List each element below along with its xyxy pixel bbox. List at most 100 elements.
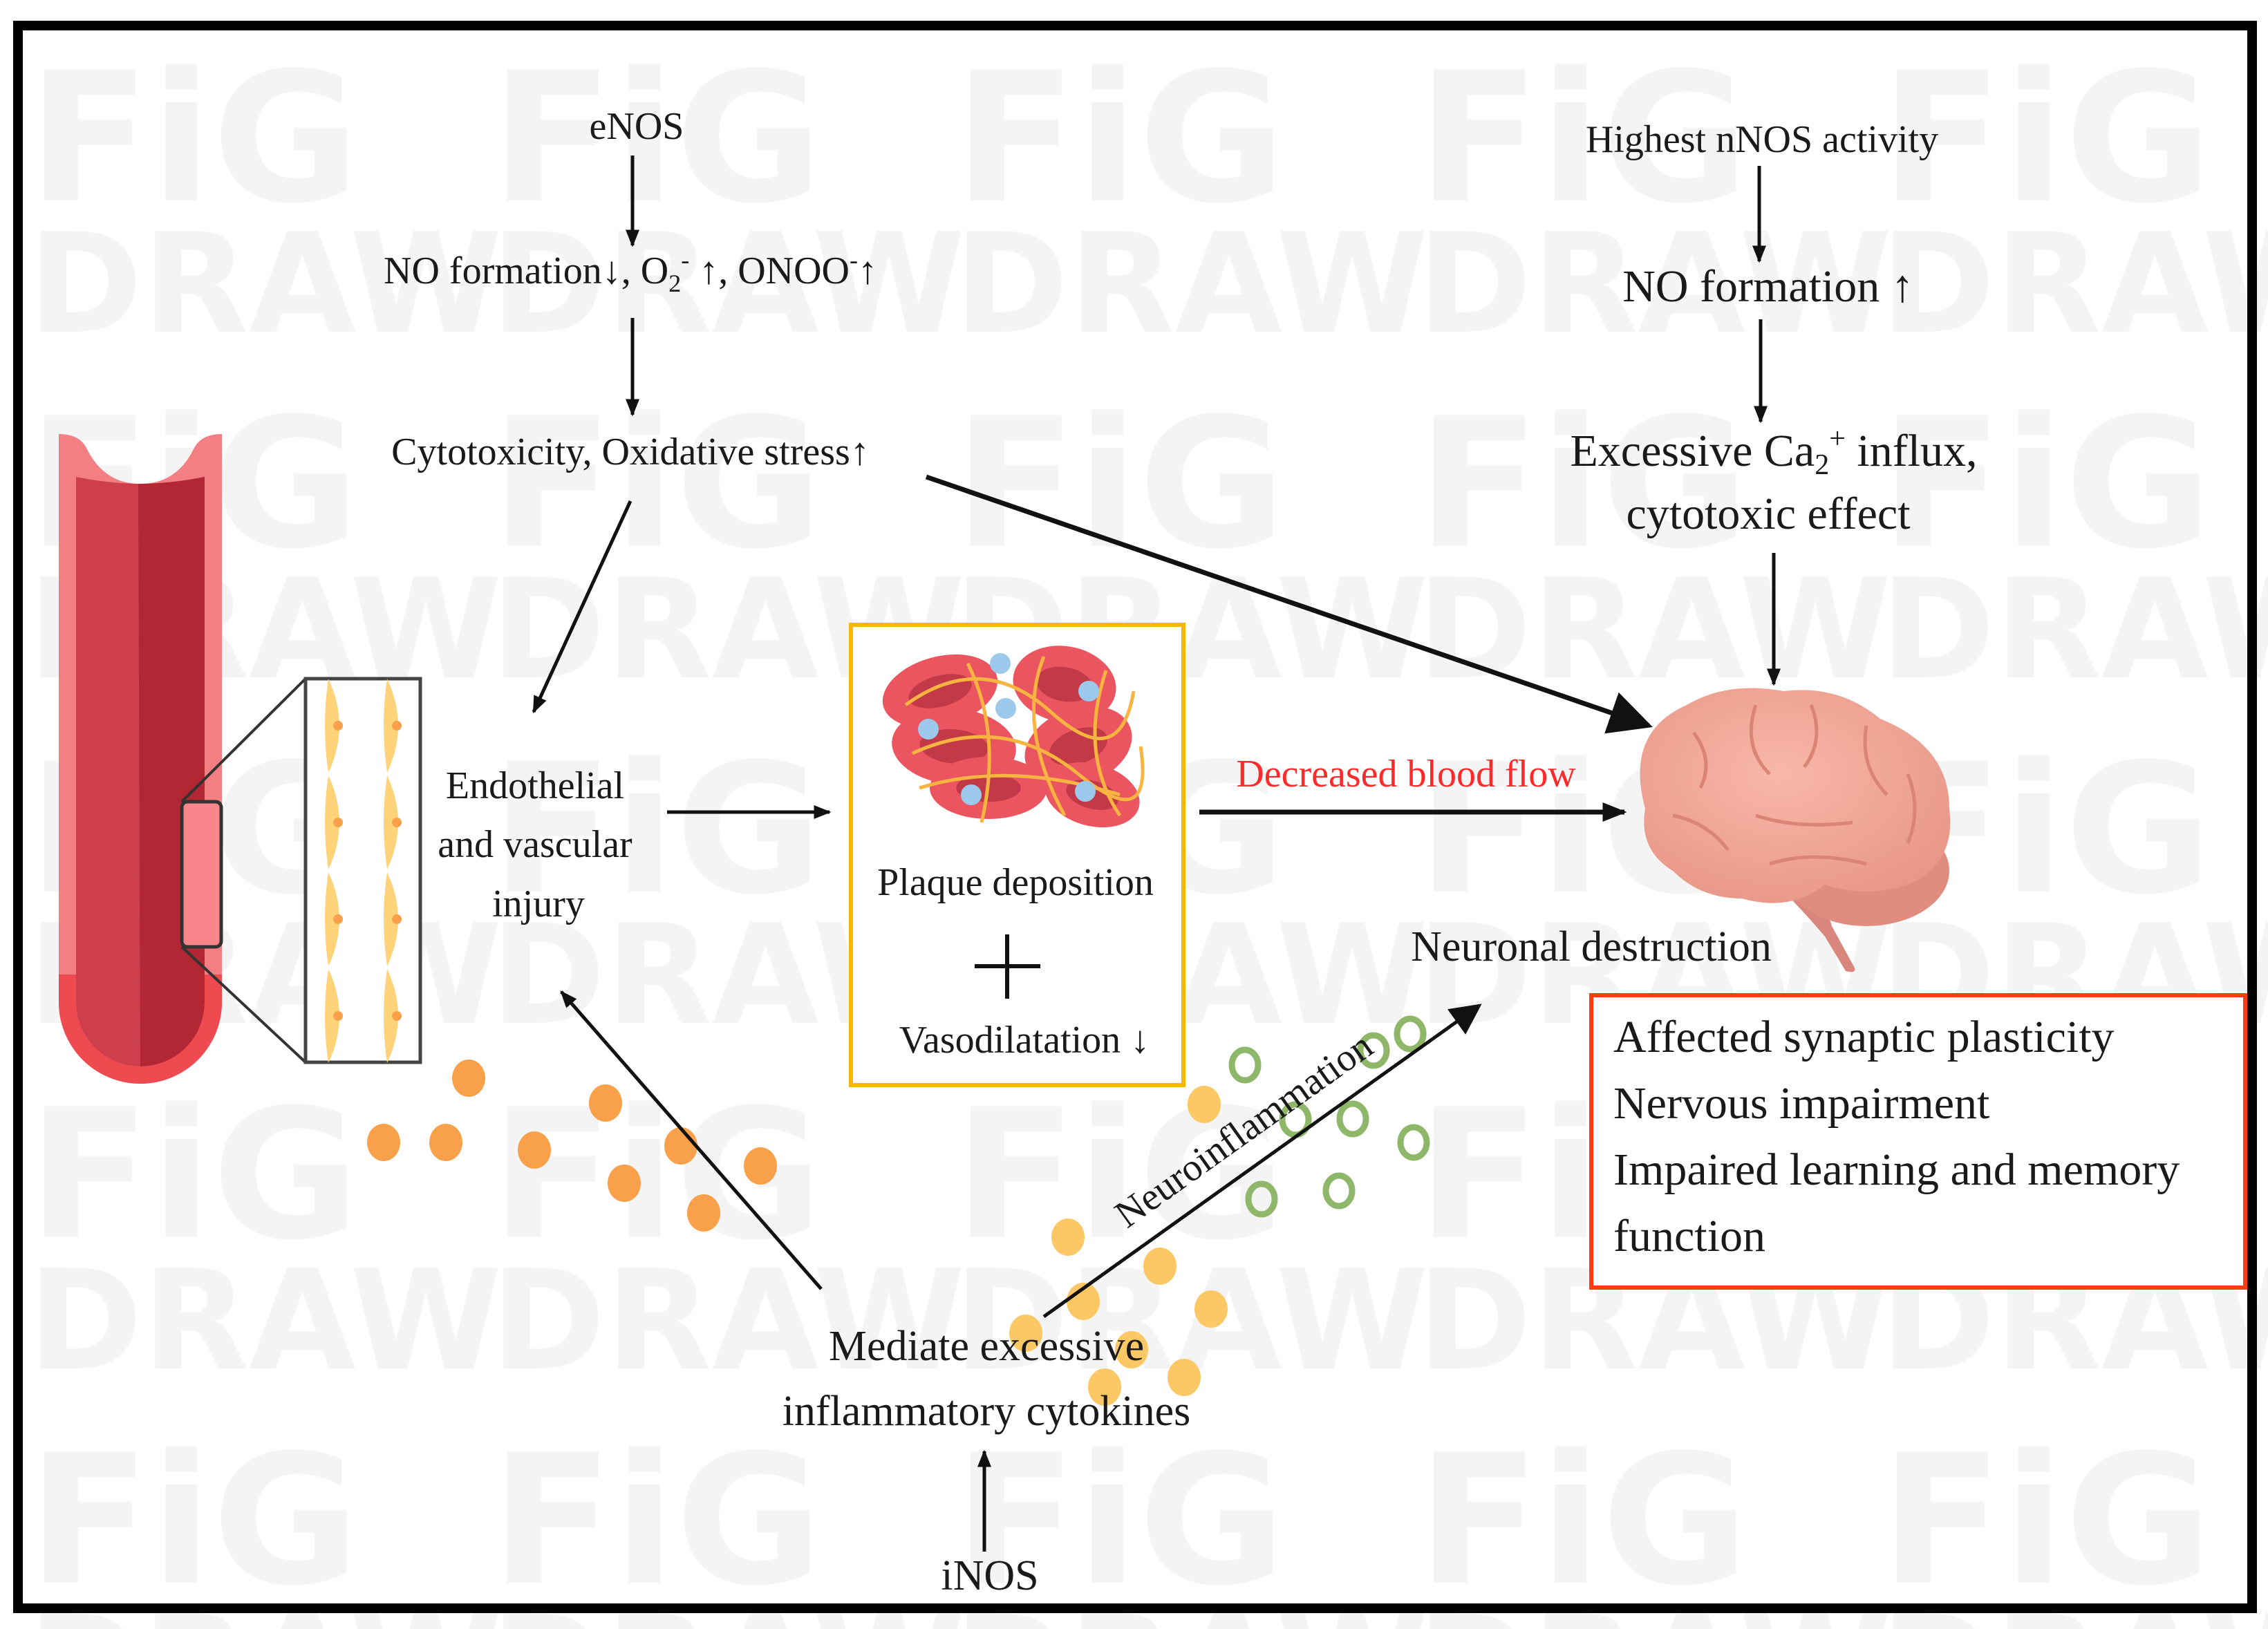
plaque-deposition-label: Plaque deposition <box>877 861 1154 904</box>
watermark-text: DRAW <box>491 204 965 365</box>
watermark-text: FiG <box>954 35 1286 243</box>
cell-nucleus <box>333 818 343 827</box>
platelet <box>961 784 982 805</box>
cytokine-dot <box>664 1127 697 1165</box>
outcome-item: Affected synaptic plasticity <box>1613 1012 2115 1062</box>
endothelial-cell <box>325 872 339 966</box>
watermark-text: DRAW <box>1417 204 1891 365</box>
cytokines-line-1: Mediate excessive <box>829 1323 1144 1370</box>
watermark-text: FiG <box>1880 1417 2212 1626</box>
fibrin-strand <box>911 735 1145 802</box>
cytokine-dot <box>1115 1331 1148 1368</box>
outcome-item: Nervous impairment <box>1613 1078 1989 1129</box>
nnos-step2-line1: Excessive Ca2+ influx, <box>1570 423 1977 481</box>
endothelial-cell <box>384 679 398 773</box>
watermark-text: FiG <box>491 380 823 589</box>
platelet <box>918 719 939 740</box>
cytokine-dot <box>1188 1086 1221 1123</box>
endothelial-cell <box>384 872 398 966</box>
cytokine-dot <box>744 1147 777 1185</box>
microglia-ring <box>1228 1046 1262 1084</box>
zoom-line-bottom <box>180 945 307 1064</box>
watermark-text: FiG <box>954 1071 1286 1280</box>
platelet <box>1078 681 1099 701</box>
cytokine-particles <box>367 1060 1228 1406</box>
fibrin-strand <box>904 677 1136 740</box>
decreased-blood-flow-label: Decreased blood flow <box>1236 753 1576 795</box>
endothelial-cell <box>384 775 398 869</box>
watermark-text: FiG <box>491 726 823 934</box>
microglia-ring <box>1397 1124 1430 1161</box>
microglia-ring <box>1245 1180 1278 1218</box>
figure-border <box>13 21 2257 1613</box>
arrow-neuroinflammation <box>1042 1004 1482 1319</box>
watermark-text: FiG <box>1417 1417 1749 1626</box>
outcome-item: Impaired learning and memory <box>1613 1145 2180 1195</box>
nnos-step1-text: NO formation ↑ <box>1622 261 1914 312</box>
watermark-text: DRAW <box>954 204 1428 365</box>
watermark-text: FiG <box>1880 380 2212 589</box>
inos-label: iNOS <box>941 1552 1038 1599</box>
endothelial-cell <box>325 679 339 773</box>
enos-label: eNOS <box>590 105 684 148</box>
enos-step1-text: NO formation↓, O2- ↑, ONOO-↑ <box>384 246 877 297</box>
cytokine-dot <box>1143 1247 1177 1285</box>
cytokines-line-2: inflammatory cytokines <box>782 1388 1191 1435</box>
plus-icon <box>975 934 1040 999</box>
injury-line-3: injury <box>492 883 585 925</box>
nnos-label: Highest nNOS activity <box>1586 118 1938 161</box>
cytokine-dot <box>1194 1290 1228 1328</box>
endothelial-inset <box>303 677 422 1064</box>
arrow-cytotoxicity-to-brain <box>925 474 1653 734</box>
nnos-step2-line2: cytotoxic effect <box>1626 489 1910 539</box>
cell-nucleus <box>392 914 402 924</box>
watermark-text: DRAW <box>1880 549 2268 710</box>
vasodilatation-label: Vasodilatation ↓ <box>899 1019 1150 1062</box>
microglia-ring <box>1357 1032 1390 1069</box>
watermark-text: FiG <box>954 380 1286 589</box>
watermark-text: FiG <box>954 1417 1286 1626</box>
microglia-ring <box>1322 1172 1356 1209</box>
platelet <box>990 653 1011 674</box>
microglia-ring <box>1336 1100 1369 1138</box>
cytokine-dot <box>518 1131 551 1169</box>
watermark-text: FiG <box>1880 35 2212 243</box>
watermark-text: DRAW <box>1880 204 2268 365</box>
watermark-text: DRAW <box>491 1241 965 1402</box>
cell-nucleus <box>333 721 343 731</box>
cytokine-dot <box>608 1165 641 1202</box>
cell-nucleus <box>392 721 402 731</box>
microglia-rings <box>1228 1015 1430 1218</box>
endothelial-cell <box>384 969 398 1063</box>
enos-step2-text: Cytotoxicity, Oxidative stress↑ <box>391 431 870 473</box>
fibrin-strand <box>1031 656 1067 817</box>
fibrin-strand <box>966 662 991 823</box>
blood-vessel-illustration <box>59 434 223 1084</box>
watermark-text: FiG <box>1417 35 1749 243</box>
cytokine-dot <box>1088 1368 1121 1406</box>
watermark-text: FiG <box>28 35 359 243</box>
fibrin-strand <box>1093 670 1122 817</box>
cytokine-dot <box>687 1194 720 1232</box>
cytokine-dot <box>589 1084 622 1122</box>
brain-illustration <box>1640 688 1951 972</box>
injury-line-1: Endothelial <box>446 764 624 807</box>
watermark-text: FiG <box>28 1071 359 1280</box>
neuronal-destruction-label: Neuronal destruction <box>1411 923 1772 970</box>
endothelial-cell <box>325 969 339 1063</box>
cell-nucleus <box>392 818 402 827</box>
cytokine-dot <box>1067 1283 1100 1320</box>
watermark-text: FiG <box>491 1417 823 1626</box>
platelet <box>1075 781 1096 802</box>
zoom-line-top <box>180 677 307 803</box>
cell-nucleus <box>333 1011 343 1021</box>
cytokine-dot <box>1009 1315 1042 1352</box>
microglia-ring <box>1394 1015 1427 1053</box>
cytokine-dot <box>1051 1218 1085 1256</box>
cytokine-dot <box>367 1124 400 1161</box>
cytokine-dot <box>452 1060 485 1097</box>
arrow-cytotoxicity-to-injury <box>532 500 632 714</box>
watermark-text: FiG <box>491 35 823 243</box>
watermark-text: DRAW <box>28 204 502 365</box>
cytokine-dot <box>429 1124 462 1161</box>
